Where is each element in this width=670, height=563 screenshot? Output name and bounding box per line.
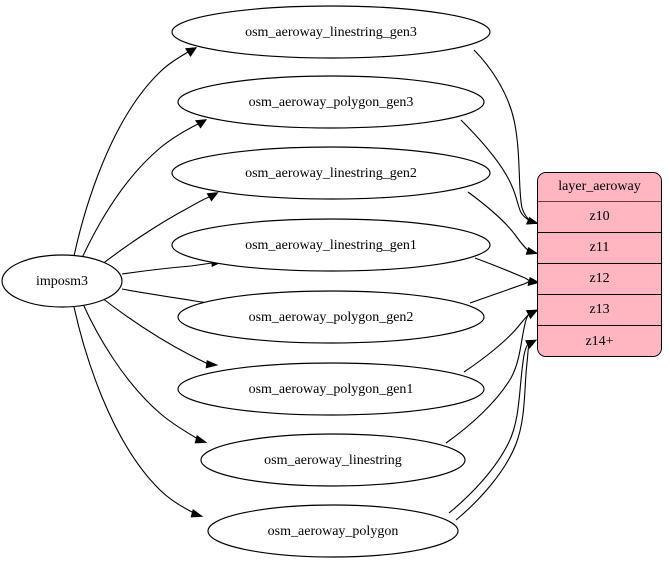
node-polygon-label: osm_aeroway_polygon xyxy=(268,524,399,539)
edge-group-tables-to-layer xyxy=(445,49,540,521)
edge-polygon-gen2-to-z12 xyxy=(469,277,540,304)
edge-polygon-to-z14-outer xyxy=(455,343,530,521)
edge-polygon-gen3-to-z10 xyxy=(460,119,539,225)
edge-imposm3-to-polygon xyxy=(73,306,204,518)
edge-imposm3-to-linestring xyxy=(82,303,208,444)
node-linestring-gen1-shape[interactable] xyxy=(171,218,491,272)
node-polygon-shape[interactable] xyxy=(207,504,459,558)
node-osm-aeroway-linestring-gen1[interactable]: osm_aeroway_linestring_gen1 xyxy=(171,218,491,272)
layer-aeroway-row-z10[interactable]: z10 xyxy=(538,202,661,233)
node-layer-aeroway[interactable]: layer_aeroway z10 z11 z12 z13 z14+ xyxy=(537,172,662,357)
node-osm-aeroway-polygon[interactable]: osm_aeroway_polygon xyxy=(207,504,459,558)
node-linestring-shape[interactable] xyxy=(200,433,466,487)
node-linestring-label: osm_aeroway_linestring xyxy=(264,453,402,468)
layer-aeroway-row-z12[interactable]: z12 xyxy=(538,264,661,295)
node-imposm3-label: imposm3 xyxy=(36,274,88,289)
node-polygon-gen1-shape[interactable] xyxy=(177,362,485,416)
node-osm-aeroway-linestring-gen2[interactable]: osm_aeroway_linestring_gen2 xyxy=(171,146,491,200)
node-linestring-gen3-shape[interactable] xyxy=(171,5,491,59)
node-linestring-gen1-label: osm_aeroway_linestring_gen1 xyxy=(245,238,417,253)
edge-imposm3-to-linestring-gen3 xyxy=(73,47,198,257)
node-polygon-gen2-label: osm_aeroway_polygon_gen2 xyxy=(249,310,414,325)
node-imposm3-shape[interactable] xyxy=(1,254,123,308)
node-polygon-gen3-label: osm_aeroway_polygon_gen3 xyxy=(249,95,414,110)
node-linestring-gen3-label: osm_aeroway_linestring_gen3 xyxy=(245,25,417,40)
edge-imposm3-to-polygon-gen1 xyxy=(101,297,219,369)
node-linestring-gen2-label: osm_aeroway_linestring_gen2 xyxy=(245,166,417,181)
node-polygon-gen2-shape[interactable] xyxy=(177,290,485,344)
node-osm-aeroway-linestring-gen3[interactable]: osm_aeroway_linestring_gen3 xyxy=(171,5,491,59)
node-osm-aeroway-polygon-gen3[interactable]: osm_aeroway_polygon_gen3 xyxy=(177,75,485,129)
edge-linestring-gen2-to-z11 xyxy=(467,191,539,255)
node-linestring-gen2-shape[interactable] xyxy=(171,146,491,200)
node-polygon-gen3-shape[interactable] xyxy=(177,75,485,129)
node-polygon-gen1-label: osm_aeroway_polygon_gen1 xyxy=(249,382,414,397)
node-group-source[interactable]: imposm3 xyxy=(1,254,123,308)
node-osm-aeroway-polygon-gen1[interactable]: osm_aeroway_polygon_gen1 xyxy=(177,362,485,416)
edge-imposm3-to-polygon-gen3 xyxy=(81,119,208,259)
edge-imposm3-to-linestring-gen2 xyxy=(100,192,219,266)
edge-linestring-gen3-to-z10 xyxy=(473,49,539,225)
layer-aeroway-header: layer_aeroway xyxy=(538,173,661,202)
layer-aeroway-row-z14plus[interactable]: z14+ xyxy=(538,326,661,356)
node-osm-aeroway-polygon-gen2[interactable]: osm_aeroway_polygon_gen2 xyxy=(177,290,485,344)
layer-aeroway-row-z13[interactable]: z13 xyxy=(538,295,661,326)
node-osm-aeroway-linestring[interactable]: osm_aeroway_linestring xyxy=(200,433,466,487)
edge-polygon-to-z14-inner xyxy=(448,339,538,514)
layer-aeroway-row-z11[interactable]: z11 xyxy=(538,233,661,264)
edge-linestring-to-z13 xyxy=(445,309,539,444)
